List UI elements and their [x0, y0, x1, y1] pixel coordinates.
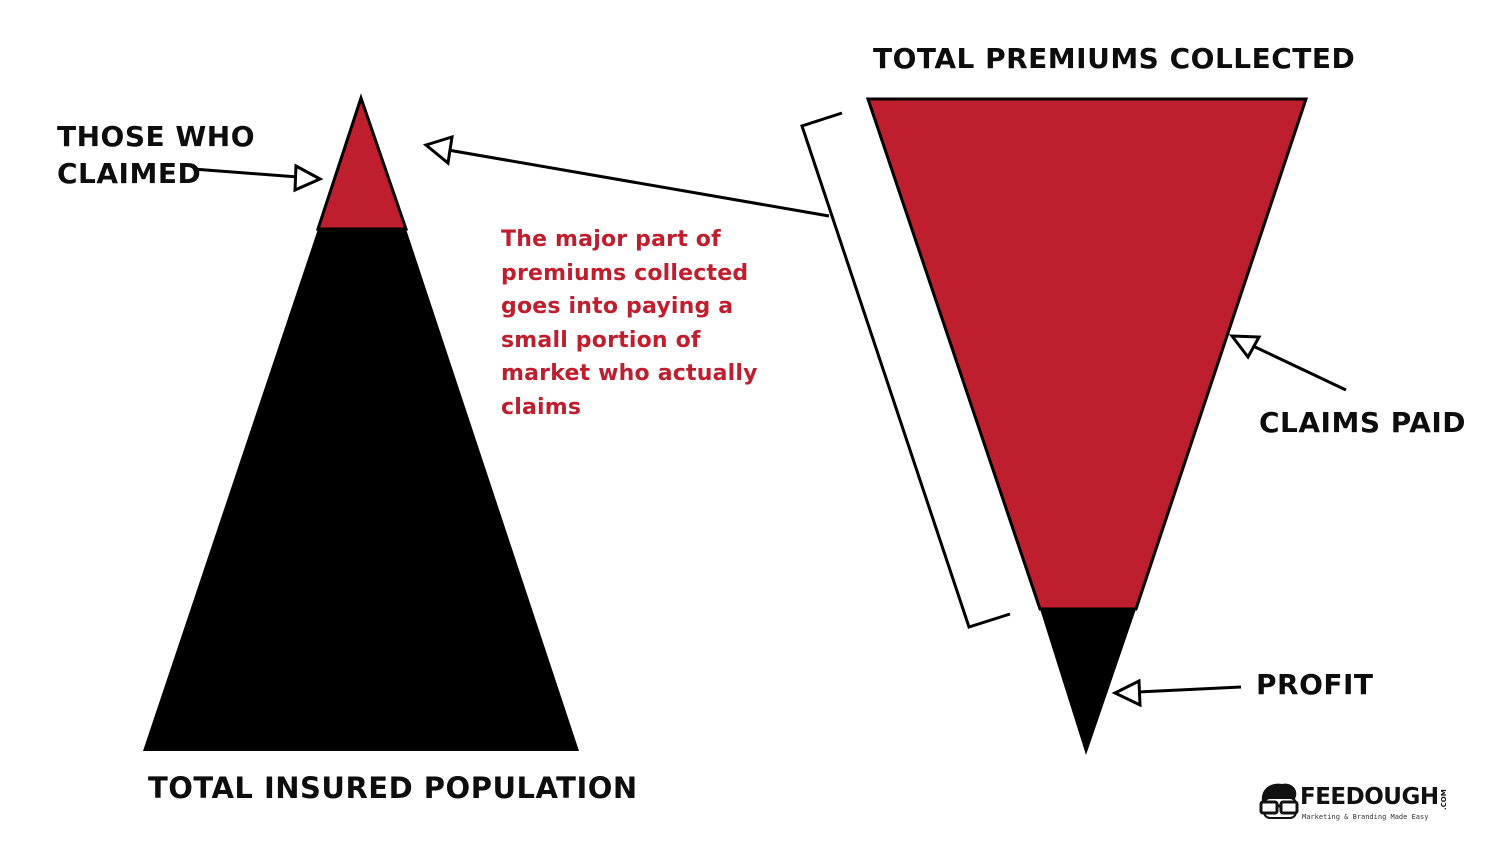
label-those-who-claimed: THOSE WHO CLAIMED — [57, 120, 255, 190]
logo-wordmark: FEEDOUGH — [1300, 784, 1439, 810]
arrow-those-who-claimed — [192, 163, 324, 193]
nerd-face-icon — [1259, 783, 1299, 819]
pyramid-insured-population — [143, 229, 579, 751]
label-profit: PROFIT — [1256, 668, 1374, 701]
feedough-logo: FEEDOUGH .COM Marketing & Branding Made … — [1258, 780, 1458, 830]
arrow-profit — [1111, 678, 1242, 708]
pyramid-those-who-claimed — [315, 93, 409, 231]
arrow-bracket-to-claimed — [422, 134, 830, 218]
label-total-premiums-collected: TOTAL PREMIUMS COLLECTED — [873, 42, 1356, 75]
bracket — [800, 111, 1011, 629]
label-claims-paid: CLAIMS PAID — [1259, 406, 1467, 439]
arrow-claims-paid — [1228, 334, 1347, 392]
funnel-claims-paid — [865, 97, 1309, 611]
funnel-profit — [1040, 609, 1136, 755]
logo-suffix: .COM — [1440, 789, 1448, 810]
explanatory-note: The major part of premiums collected goe… — [501, 227, 758, 420]
label-total-insured-population: TOTAL INSURED POPULATION — [148, 771, 638, 805]
logo-tagline: Marketing & Branding Made Easy — [1302, 813, 1429, 821]
